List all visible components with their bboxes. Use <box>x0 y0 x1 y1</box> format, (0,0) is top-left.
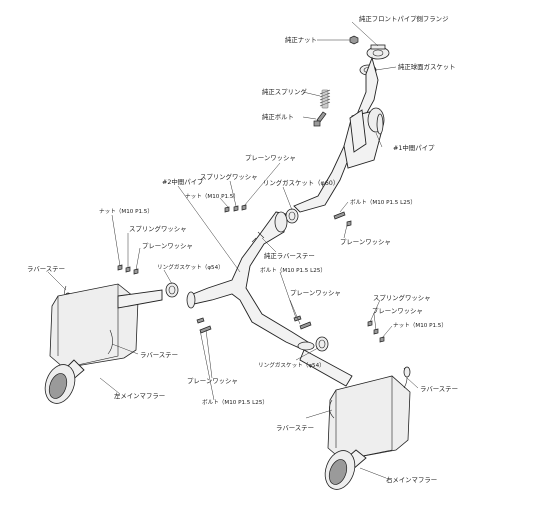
right-main-muffler <box>299 349 411 490</box>
oem-nut-top <box>349 35 359 45</box>
label-plain-washer-left: プレーンワッシャ <box>142 242 193 250</box>
left-main-muffler <box>44 283 163 404</box>
label-spring-washer-upper: スプリングワッシャ <box>200 172 258 181</box>
right-joint-hardware <box>293 315 385 352</box>
label-bolt-m10-l25-upper: ボルト（M10 P1.5 L25） <box>350 198 416 206</box>
label-ring-gasket-54-right: リングガスケット（φ54） <box>258 361 325 369</box>
left-joint-hardware <box>117 264 212 334</box>
label-bolt-m10-l25-bottom: ボルト（M10 P1.5 L25） <box>202 398 268 406</box>
label-mid-pipe-2: #2中間パイプ <box>162 177 204 186</box>
label-oem-spherical-gasket: 純正球面ガスケット <box>398 62 456 71</box>
label-plain-washer-upper: プレーンワッシャ <box>245 154 296 162</box>
label-bolt-m10-l25-mid: ボルト（M10 P1.5 L25） <box>260 266 326 274</box>
label-oem-nut-top: 純正ナット <box>285 35 317 44</box>
label-rubber-stay-left-bottom: ラバーステー <box>140 351 178 359</box>
label-rubber-stay-right-upper: ラバーステー <box>420 385 458 393</box>
label-oem-rubber-stay: 純正ラバーステー <box>264 251 315 260</box>
label-spring-washer-left: スプリングワッシャ <box>129 224 187 233</box>
oem-spring <box>319 89 331 109</box>
label-nut-m10-right: ナット（M10 P1.5） <box>393 322 447 329</box>
label-plain-washer-right: プレーンワッシャ <box>340 238 391 246</box>
label-mid-pipe-1: #1中間パイプ <box>393 143 435 152</box>
part-labels: 純正フロントパイプ側フランジ 純正ナット 純正球面ガスケット 純正スプリング 純… <box>27 14 458 484</box>
label-nut-m10-upper: ナット（M10 P1.5） <box>185 193 239 200</box>
label-rubber-stay-left-top: ラバーステー <box>27 265 65 273</box>
label-nut-m10-left: ナット（M10 P1.5） <box>99 208 153 215</box>
label-ring-gasket-60: リングガスケット（φ60） <box>263 178 339 187</box>
mid-pipe-2 <box>186 211 315 351</box>
label-oem-bolt: 純正ボルト <box>262 112 294 121</box>
label-spring-washer-right: スプリングワッシャ <box>373 293 431 302</box>
label-right-main-muffler: 右メインマフラー <box>386 475 437 484</box>
front-pipe-flange <box>366 44 390 60</box>
ring-gasket-60 <box>285 208 299 224</box>
label-ring-gasket-54-left: リングガスケット（φ54） <box>157 263 224 271</box>
label-front-pipe-flange: 純正フロントパイプ側フランジ <box>359 14 449 23</box>
oem-bolt <box>313 111 327 127</box>
leader-lines <box>47 21 419 479</box>
label-plain-washer-right2: プレーンワッシャ <box>372 307 423 315</box>
label-plain-washer-mid: プレーンワッシャ <box>290 289 341 297</box>
upper-flange-hardware <box>224 204 352 227</box>
label-rubber-stay-right-lower: ラバーステー <box>276 424 314 432</box>
label-oem-spring: 純正スプリング <box>262 87 307 96</box>
mid-pipe-1 <box>293 56 385 213</box>
label-left-main-muffler: 左メインマフラー <box>114 391 165 400</box>
label-plain-washer-bottom: プレーンワッシャ <box>187 377 238 385</box>
